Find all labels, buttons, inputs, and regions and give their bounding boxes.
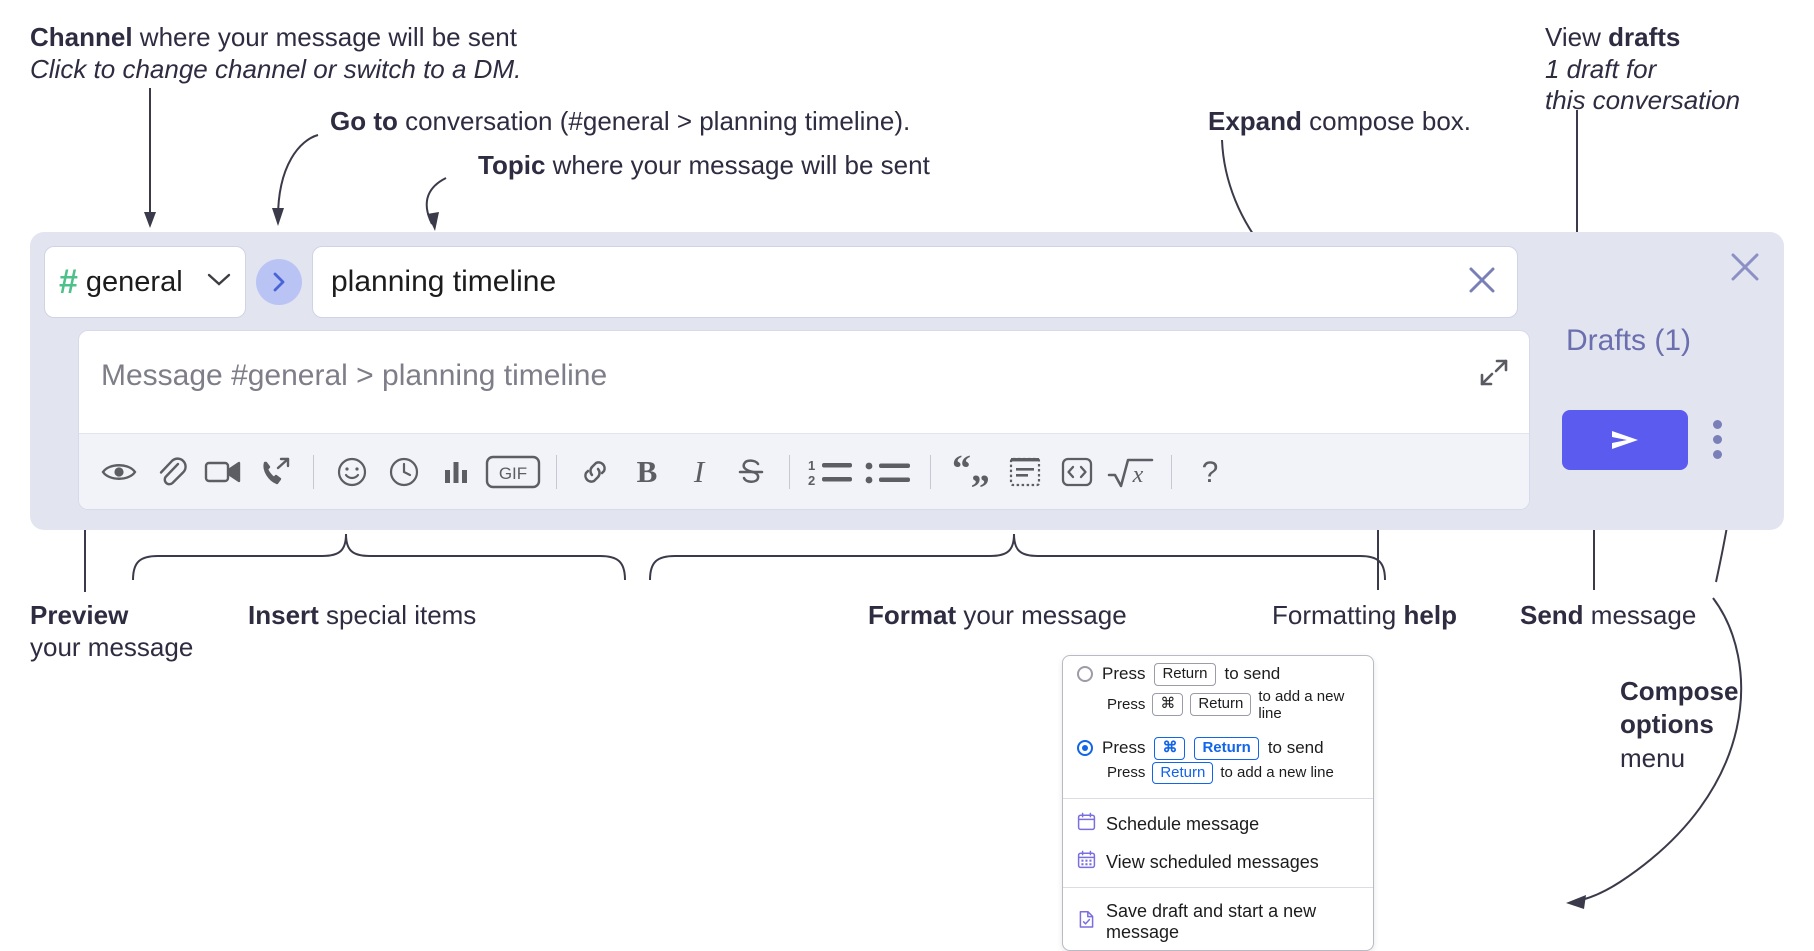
math-icon[interactable]: x [1103,446,1159,498]
poll-icon[interactable] [430,446,482,498]
schedule-icon[interactable] [378,446,430,498]
option2-pre: Press [1102,738,1146,758]
option2-sub-post: to add a new line [1220,764,1334,782]
menu-option-cmd-return-to-send[interactable]: Press ⌘ Return to send [1063,730,1373,762]
annotation-insert: Insert special items [248,600,477,630]
key-cmd-2: ⌘ [1154,736,1186,760]
strikethrough-icon[interactable] [725,446,777,498]
topic-input[interactable]: planning timeline [312,246,1518,318]
divider-4 [930,454,931,489]
divider-2 [556,454,557,489]
annotation-preview: Preview your message [30,600,194,662]
send-button[interactable] [1562,410,1688,470]
save-draft-icon [1077,910,1096,934]
menu-divider-2 [1063,887,1373,889]
menu-item-save-draft[interactable]: Save draft and start a new message [1063,894,1373,950]
ordered-list-icon[interactable]: 1 2 [802,446,860,498]
svg-text:GIF: GIF [499,464,527,483]
key-return-2: Return [1190,693,1252,717]
formatting-toolbar: GIF B I [79,433,1529,509]
annotation-channel: Channel where your message will be sent … [30,22,522,84]
bold-icon[interactable]: B [621,446,673,498]
emoji-icon[interactable] [326,446,378,498]
divider-1 [313,454,314,489]
menu-option2-subtext: Press Return to add a new line [1063,761,1373,793]
close-icon[interactable] [1465,263,1499,302]
radio-cmd-return-to-send[interactable] [1077,740,1093,757]
drafts-link[interactable]: Drafts (1) [1566,324,1692,357]
menu-item-view-scheduled[interactable]: View scheduled messages [1063,843,1373,881]
code-block-icon[interactable] [999,446,1051,498]
more-options-icon[interactable] [1713,420,1722,459]
annotation-goto: Go to conversation (#general > planning … [330,106,911,136]
radio-return-to-send[interactable] [1077,666,1093,683]
option1-sub-pre: Press [1107,696,1146,714]
chevron-down-icon [207,273,231,292]
channel-selector-button[interactable]: # general [44,246,246,318]
bulleted-list-icon[interactable] [860,446,918,498]
message-placeholder: Message #general > planning timeline [101,359,608,392]
option2-sub-pre: Press [1107,764,1146,782]
svg-text:B: B [637,455,658,489]
annotation-send: Send message [1520,600,1697,630]
key-return: Return [1154,663,1216,686]
calendar-icon [1077,812,1096,836]
topic-value: planning timeline [331,265,557,298]
menu-option1-subtext: Press ⌘ Return to add a new line [1063,688,1373,730]
preview-icon[interactable] [93,446,145,498]
close-icon[interactable] [1728,250,1762,289]
attachment-icon[interactable] [145,446,197,498]
annotation-compose-options: Compose options menu [1620,676,1739,773]
code-icon[interactable] [1051,446,1103,498]
video-icon[interactable] [197,446,249,498]
svg-text:x: x [1132,462,1144,488]
hash-icon: # [59,263,78,301]
compose-main: # general planning timeline Message #gen… [30,232,1548,530]
svg-text:2: 2 [808,473,815,488]
option1-sub-post: to add a new line [1258,687,1345,722]
help-icon[interactable]: ? [1184,446,1236,498]
divider-5 [1171,454,1172,489]
menu-item-label: Schedule message [1106,813,1260,834]
svg-text:“„: “„ [952,455,990,489]
topic-row: # general planning timeline [44,246,1518,318]
option1-post: to send [1224,664,1281,684]
calendar-grid-icon [1077,850,1096,874]
menu-item-schedule-message[interactable]: Schedule message [1063,805,1373,843]
annotation-drafts: View drafts 1 draft for this conversatio… [1545,22,1741,116]
channel-name: general [85,265,183,298]
menu-option-return-to-send[interactable]: Press Return to send [1063,656,1373,688]
message-input-area[interactable]: Message #general > planning timeline [78,330,1530,510]
svg-text:I: I [693,455,706,489]
annotation-expand: Expand compose box. [1208,106,1472,136]
menu-item-label: Save draft and start a new message [1106,901,1317,943]
italic-icon[interactable]: I [673,446,725,498]
link-icon[interactable] [569,446,621,498]
huddle-icon[interactable] [249,446,301,498]
key-return-4: Return [1152,761,1214,785]
compose-right-rail: Drafts (1) [1548,232,1784,530]
key-return-3: Return [1194,736,1259,760]
menu-item-label: View scheduled messages [1106,851,1319,872]
annotation-help: Formatting help [1272,600,1457,630]
annotation-format: Format your message [868,600,1127,630]
gif-icon[interactable]: GIF [482,446,544,498]
go-to-conversation-button[interactable] [256,259,302,305]
option2-post: to send [1267,738,1324,758]
option1-pre: Press [1102,664,1146,684]
expand-icon[interactable] [1477,355,1511,394]
svg-text:1: 1 [808,458,815,473]
key-cmd: ⌘ [1152,693,1184,717]
divider-3 [789,454,790,489]
menu-divider-1 [1063,798,1373,800]
compose-options-menu: Press Return to send Press ⌘ Return to a… [1062,655,1374,951]
svg-text:?: ? [1202,456,1219,489]
compose-box: # general planning timeline Message #gen… [30,232,1784,530]
annotation-topic: Topic where your message will be sent [478,150,930,180]
blockquote-icon[interactable]: “„ [943,446,999,498]
